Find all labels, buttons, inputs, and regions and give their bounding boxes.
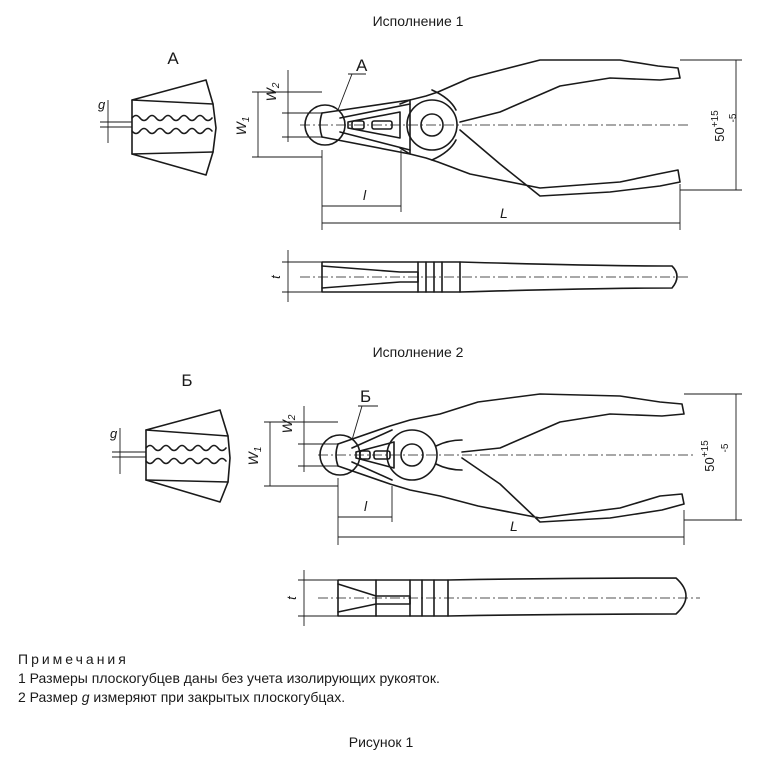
t-label-2: t — [284, 595, 299, 600]
w2-label-1: W2 — [263, 82, 282, 101]
pliers-top-view-1: t — [268, 250, 690, 302]
w2-label-2: W2 — [279, 414, 298, 433]
handle-tol-minus-2: -5 — [720, 443, 731, 452]
variant1-title: Исполнение 1 — [373, 13, 464, 29]
l-label-2: l — [364, 498, 368, 514]
dimensions-view-2: W1 W2 l L 50+15 -5 — [245, 393, 742, 545]
notes-heading: Примечания — [18, 651, 129, 667]
figure-caption: Рисунок 1 — [348, 734, 414, 750]
detail-a-callout: А — [356, 56, 368, 75]
L-label-1: L — [500, 205, 508, 221]
detail-a-label: А — [167, 49, 179, 68]
l-label-1: l — [363, 187, 367, 203]
detail-b-view: Б g — [110, 371, 231, 503]
pliers-side-view-1: А — [300, 56, 690, 197]
detail-a-view: А g — [98, 49, 217, 176]
pliers-side-view-2: Б — [318, 387, 694, 523]
variant2-title: Исполнение 2 — [373, 344, 464, 360]
dimensions-view-1: W1 W2 l L 50+15 -5 — [233, 59, 742, 230]
w1-label-1: W1 — [233, 117, 252, 136]
pliers-top-view-2: t — [284, 570, 700, 626]
note-item-1: 1 Размеры плоскогубцев даны без учета из… — [18, 670, 440, 686]
g-label-a: g — [98, 97, 106, 112]
t-label-1: t — [268, 274, 283, 279]
note-item-2: 2 Размер g измеряют при закрытых плоског… — [18, 689, 346, 705]
w1-label-2: W1 — [245, 447, 264, 466]
detail-b-label: Б — [181, 371, 192, 390]
g-label-b: g — [110, 426, 118, 441]
handle-tol-minus-1: -5 — [728, 113, 739, 122]
handle-span-label-1: 50+15 — [710, 110, 727, 142]
handle-span-label-2: 50+15 — [700, 440, 717, 472]
L-label-2: L — [510, 518, 518, 534]
detail-b-callout: Б — [360, 387, 371, 406]
